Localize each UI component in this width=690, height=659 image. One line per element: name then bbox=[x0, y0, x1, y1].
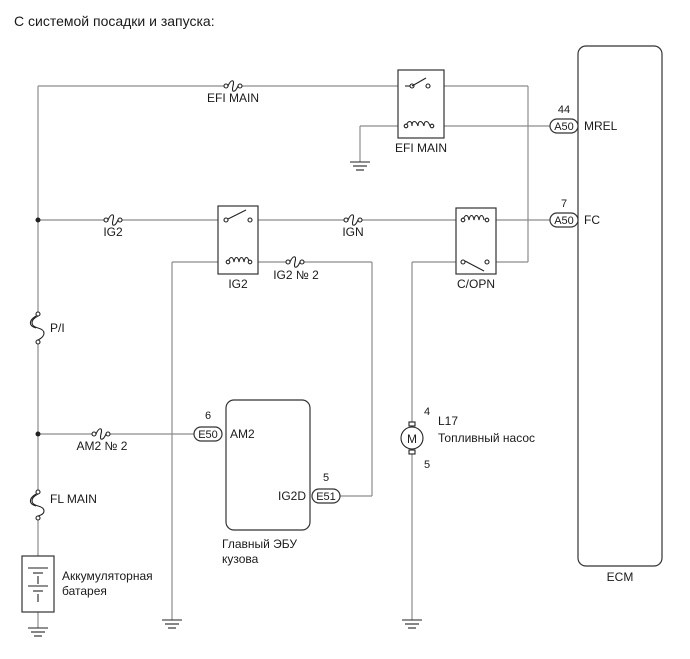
ecm-signal-fc: FC bbox=[584, 213, 600, 227]
body-ecu-label-line2: кузова bbox=[222, 552, 259, 566]
wires bbox=[37, 85, 552, 628]
ecm-connector-a50-fc-label: A50 bbox=[554, 215, 574, 227]
ground-efi-relay bbox=[350, 161, 370, 171]
ecm-pin-44: 44 bbox=[558, 104, 570, 116]
fuse-p-i: P/I bbox=[29, 311, 65, 345]
battery-label-line2: батарея bbox=[62, 584, 107, 598]
body-ecu-connector-e51 bbox=[311, 488, 341, 504]
body-ecu-pin-5: 5 bbox=[323, 472, 329, 484]
fuel-pump-id: L17 bbox=[438, 414, 458, 428]
fuel-pump-pin-bottom: 5 bbox=[424, 459, 430, 471]
fuse-efi-main: EFI MAIN bbox=[207, 80, 259, 105]
fuse-ig2-no2: IG2 № 2 bbox=[273, 256, 319, 282]
junction-dots bbox=[35, 217, 41, 437]
fuse-ig2-label: IG2 bbox=[103, 225, 123, 239]
ecm-label: ECM bbox=[607, 570, 634, 584]
body-ecu-connector-e50 bbox=[193, 426, 223, 442]
battery-label-line1: Аккумуляторная bbox=[62, 569, 153, 583]
body-ecu-connector-e50-label: E50 bbox=[198, 429, 218, 441]
ground-fuel-pump bbox=[402, 619, 422, 629]
body-ecu-signal-ig2d: IG2D bbox=[278, 489, 306, 503]
fuel-pump-name: Топливный насос bbox=[438, 431, 535, 445]
fuse-ig2: IG2 bbox=[103, 214, 123, 239]
relay-efi-main: EFI MAIN bbox=[395, 69, 447, 155]
relay-c-opn-label: C/OPN bbox=[457, 277, 495, 291]
relay-efi-main-label: EFI MAIN bbox=[395, 141, 447, 155]
ecm-connector-a50-mrel bbox=[549, 118, 579, 134]
diagram-title: С системой посадки и запуска: bbox=[14, 13, 215, 29]
body-ecu: 6 E50 AM2 5 E51 IG2D Главный ЭБУ кузова bbox=[193, 399, 341, 566]
fuse-am2-no2-label: AM2 № 2 bbox=[77, 439, 128, 453]
fuse-ign-label: IGN bbox=[342, 225, 363, 239]
fuse-p-i-label: P/I bbox=[50, 321, 65, 335]
ground-battery bbox=[28, 627, 48, 637]
battery: Аккумуляторная батарея bbox=[21, 555, 153, 613]
fuse-ig2-no2-label: IG2 № 2 bbox=[273, 268, 319, 282]
fuel-pump-pin-top: 4 bbox=[424, 406, 430, 418]
fuse-am2-no2: AM2 № 2 bbox=[77, 428, 128, 453]
ecm-connector-a50-fc bbox=[549, 212, 579, 228]
relay-ig2-label: IG2 bbox=[228, 277, 248, 291]
ecm-signal-mrel: MREL bbox=[584, 119, 618, 133]
body-ecu-label-line1: Главный ЭБУ bbox=[222, 537, 297, 551]
fuse-efi-main-label: EFI MAIN bbox=[207, 91, 259, 105]
body-ecu-signal-am2: AM2 bbox=[230, 427, 255, 441]
fuel-pump-symbol: M bbox=[407, 432, 417, 446]
ground-ig2-relay bbox=[162, 619, 182, 629]
ecm-pin-7: 7 bbox=[561, 198, 567, 210]
ecm-unit: ECM 44 A50 MREL 7 A50 FC bbox=[549, 45, 663, 584]
fuse-fl-main-label: FL MAIN bbox=[50, 492, 97, 506]
fuel-pump-motor: M 4 5 L17 Топливный насос bbox=[400, 406, 535, 471]
body-ecu-connector-e51-label: E51 bbox=[316, 491, 336, 503]
relay-c-opn: C/OPN bbox=[455, 207, 497, 291]
body-ecu-pin-6: 6 bbox=[205, 410, 211, 422]
fuse-fl-main: FL MAIN bbox=[29, 489, 97, 521]
ecm-connector-a50-mrel-label: A50 bbox=[554, 121, 574, 133]
relay-ig2: IG2 bbox=[217, 205, 259, 291]
fuse-ign: IGN bbox=[342, 214, 364, 239]
